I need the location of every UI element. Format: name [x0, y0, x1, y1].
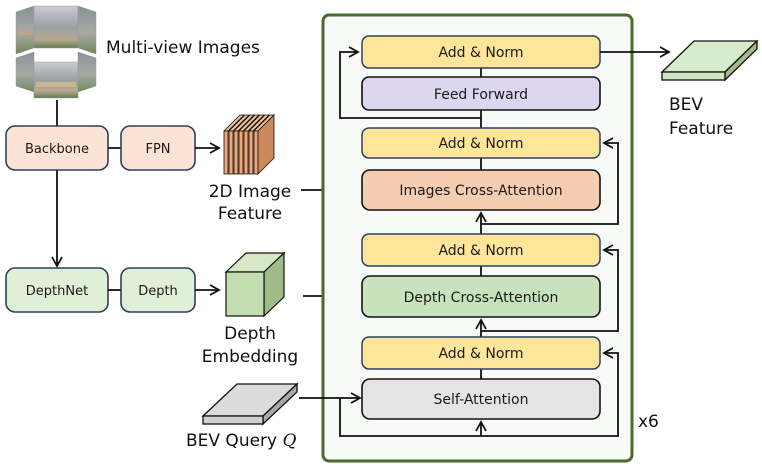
bev-query-label: BEV Query Q [186, 431, 297, 451]
depth-cross-attention-block: Depth Cross-Attention [361, 275, 601, 318]
backbone-label: Backbone [25, 142, 89, 157]
add-norm-4-label: Add & Norm [438, 45, 523, 61]
bev-query-slab-icon [201, 382, 299, 426]
feed-forward-block: Feed Forward [361, 76, 601, 111]
add-norm-3-block: Add & Norm [361, 127, 601, 159]
images-cross-attention-block: Images Cross-Attention [361, 169, 601, 211]
add-norm-2-label: Add & Norm [438, 243, 523, 259]
bev-query-symbol: Q [283, 431, 297, 451]
residual-add-norm-2-arrow [481, 244, 619, 332]
bev-feature-slab-icon [660, 39, 759, 82]
bev-query-text: BEV Query [186, 431, 277, 451]
fpn-label: FPN [145, 142, 170, 157]
self-attention-label: Self-Attention [434, 392, 529, 408]
add-norm-2-block: Add & Norm [361, 233, 601, 267]
bev-feature-label-line1: BEV [669, 95, 703, 115]
depth-cross-attention-label: Depth Cross-Attention [404, 290, 559, 306]
add-norm-4-block: Add & Norm [361, 35, 601, 69]
residual-add-norm-4-arrow [339, 46, 481, 119]
feature-map-slice [223, 130, 229, 175]
feature-map-slice [248, 130, 254, 175]
images-cross-attention-label: Images Cross-Attention [399, 183, 562, 199]
backbone-block: Backbone [5, 125, 109, 171]
feature-stack-side [257, 114, 275, 175]
feature-map-slice [253, 130, 259, 175]
residual-add-norm-1-arrow [481, 347, 619, 437]
depth-embedding-label-line2: Embedding [202, 347, 298, 367]
multi-view-images-icon [15, 5, 97, 99]
residual-add-norm-3-arrow [481, 137, 619, 225]
image-feature-stack-icon [223, 114, 275, 175]
feature-map-slice [243, 130, 249, 175]
add-norm-1-label: Add & Norm [438, 346, 523, 362]
bev-feature-label-line2: Feature [669, 119, 733, 139]
feature-map-slice [228, 130, 234, 175]
depth-embedding-cube-icon [224, 251, 286, 318]
image-feature-label-line1: 2D Image [209, 182, 292, 202]
fpn-block: FPN [120, 125, 196, 171]
depth-block: Depth [120, 267, 196, 313]
feed-forward-label: Feed Forward [434, 87, 528, 103]
multi-view-images-label: Multi-view Images [106, 38, 260, 58]
feature-map-slice [238, 130, 244, 175]
depth-label: Depth [138, 284, 178, 299]
repeat-count-label: x6 [638, 412, 659, 432]
image-feature-label-line2: Feature [218, 204, 282, 224]
self-attention-bottom-path [339, 398, 481, 437]
depthnet-label: DepthNet [26, 284, 88, 299]
depth-embedding-label-line1: Depth [224, 324, 276, 344]
depthnet-block: DepthNet [5, 267, 109, 313]
add-norm-1-block: Add & Norm [361, 336, 601, 370]
self-attention-block: Self-Attention [361, 378, 601, 420]
add-norm-3-label: Add & Norm [438, 136, 523, 152]
feature-map-slice [233, 130, 239, 175]
